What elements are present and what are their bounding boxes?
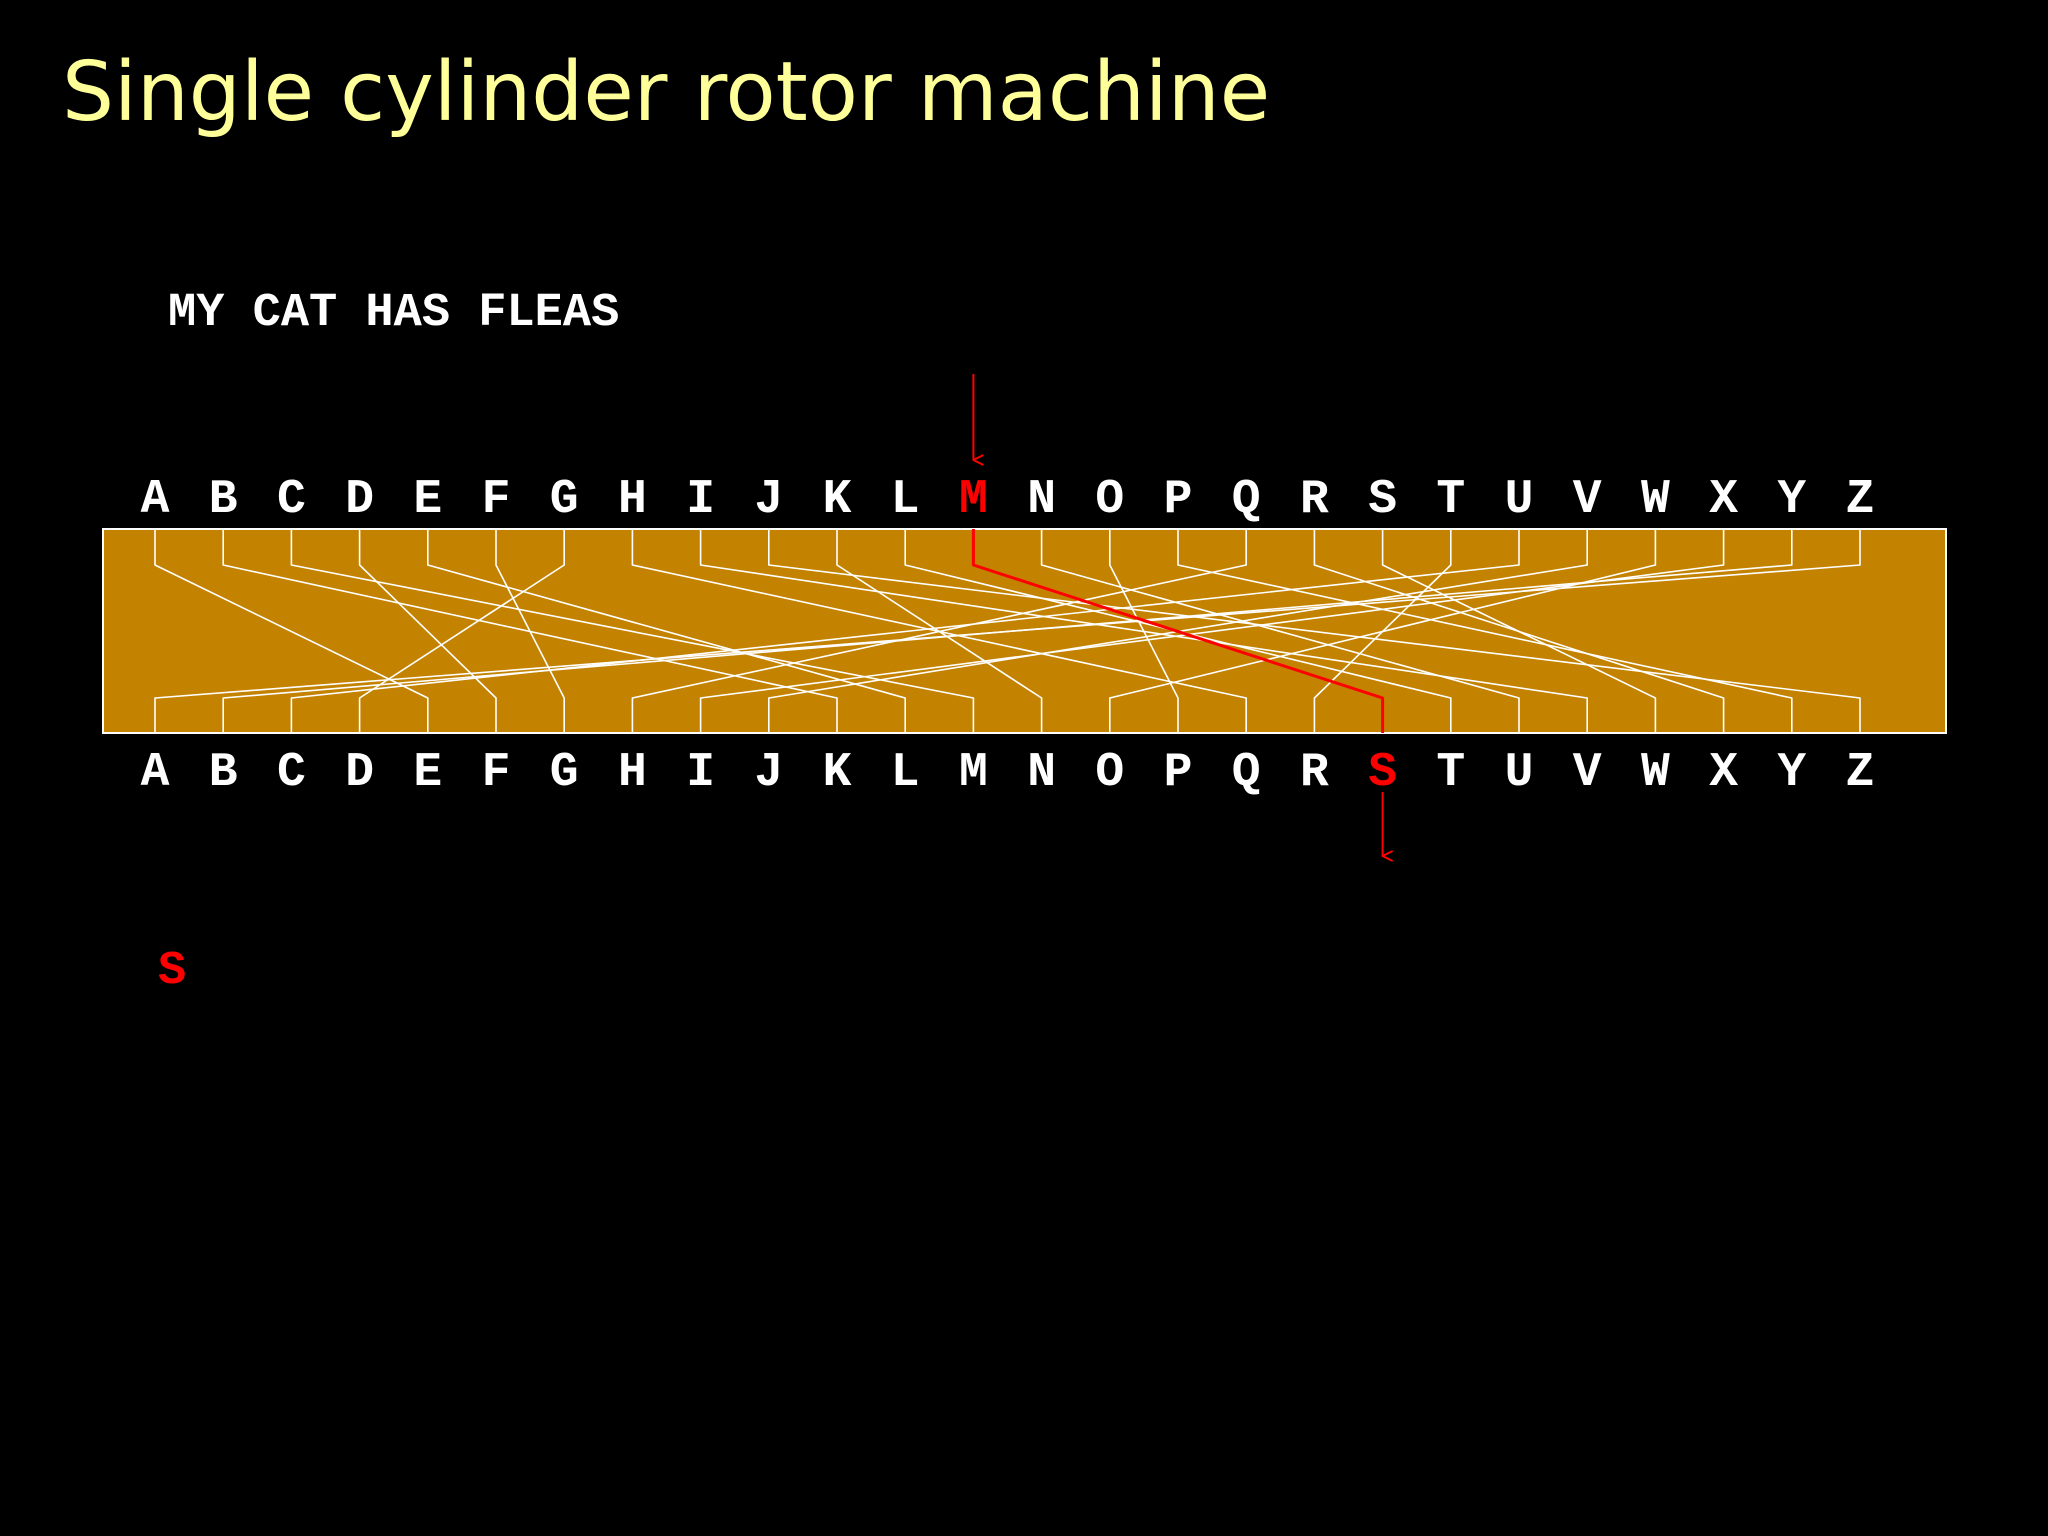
rotor-cylinder [102,528,1947,734]
input-letter-x: X [1709,473,1738,527]
input-letter-d: D [345,473,374,527]
rotor-wire-o-to-p [1109,529,1179,733]
output-letter-s: S [1368,746,1397,800]
input-letter-k: K [823,473,852,527]
input-letter-n: N [1027,473,1056,527]
rotor-wire-m-to-s [971,529,1385,733]
input-letter-e: E [413,473,442,527]
input-letter-v: V [1573,473,1602,527]
output-letter-t: T [1436,746,1465,800]
output-letter-w: W [1641,746,1670,800]
output-letter-y: Y [1777,746,1806,800]
input-letter-s: S [1368,473,1397,527]
plaintext-message: MY CAT HAS FLEAS [168,287,620,340]
output-letter-r: R [1300,746,1329,800]
rotor-wire-a-to-e [154,529,429,733]
rotor-wire-n-to-u [1040,529,1520,733]
slide-title: Single cylinder rotor machine [62,45,1271,140]
output-letter-x: X [1709,746,1738,800]
output-letter-i: I [686,746,715,800]
output-letter-k: K [823,746,852,800]
rotor-wire-u-to-c [290,529,1520,733]
input-letter-a: A [141,473,170,527]
rotor-wire-j-to-z [767,529,1861,733]
input-letter-m: M [959,473,988,527]
output-letter-c: C [277,746,306,800]
output-letter-g: G [550,746,579,800]
rotor-wire-p-to-y [1177,529,1793,733]
rotor-wire-s-to-w [1381,529,1657,733]
rotor-wire-w-to-o [1109,529,1657,733]
output-letter-l: L [891,746,920,800]
input-letter-h: H [618,473,647,527]
output-letter-h: H [618,746,647,800]
input-letter-q: Q [1232,473,1261,527]
input-letter-o: O [1095,473,1124,527]
output-letter-q: Q [1232,746,1261,800]
output-letter-d: D [345,746,374,800]
input-letter-c: C [277,473,306,527]
output-letter-n: N [1027,746,1056,800]
rotor-wire-d-to-f [358,529,497,733]
ciphertext-output: S [158,945,187,998]
output-letter-z: Z [1846,746,1875,800]
input-letter-i: I [686,473,715,527]
output-letter-f: F [482,746,511,800]
rotor-wire-g-to-d [358,529,566,733]
output-letter-e: E [413,746,442,800]
input-letter-l: L [891,473,920,527]
input-letter-z: Z [1846,473,1875,527]
rotor-wire-z-to-a [154,529,1861,733]
rotor-wire-c-to-m [290,529,975,733]
input-letter-y: Y [1777,473,1806,527]
input-letter-f: F [482,473,511,527]
output-letter-m: M [959,746,988,800]
rotor-wire-q-to-h [631,529,1247,733]
output-letter-o: O [1095,746,1124,800]
input-letter-u: U [1505,473,1534,527]
output-letter-v: V [1573,746,1602,800]
output-letter-p: P [1164,746,1193,800]
rotor-wire-f-to-g [495,529,566,733]
input-letter-j: J [754,473,783,527]
input-letter-p: P [1164,473,1193,527]
output-letter-j: J [754,746,783,800]
input-letter-b: B [209,473,238,527]
input-letter-r: R [1300,473,1329,527]
output-letter-b: B [209,746,238,800]
rotor-wire-x-to-i [699,529,1725,733]
output-letter-u: U [1505,746,1534,800]
input-letter-g: G [550,473,579,527]
output-letter-a: A [141,746,170,800]
input-letter-t: T [1436,473,1465,527]
rotor-wire-e-to-l [426,529,907,733]
input-letter-w: W [1641,473,1670,527]
